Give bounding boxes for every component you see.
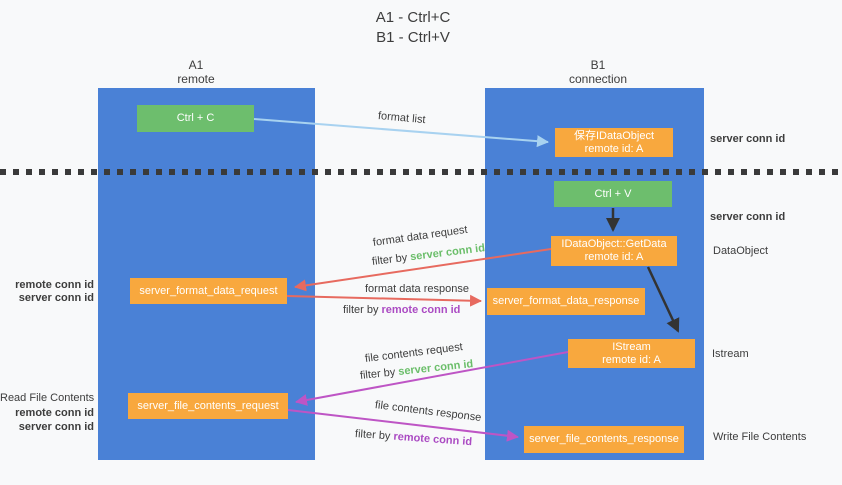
- node-save-idataobject: 保存IDataObject remote id: A: [555, 128, 673, 157]
- node-istream-line1: IStream: [612, 340, 651, 353]
- node-idataobject-getdata: IDataObject::GetData remote id: A: [551, 236, 677, 266]
- node-ctrl-c-label: Ctrl + C: [176, 112, 215, 124]
- filter-by-text: filter by: [371, 251, 408, 268]
- filter-by-text: filter by: [354, 428, 391, 443]
- node-save-idataobject-line2: remote id: A: [584, 142, 644, 155]
- node-server-file-contents-request: server_file_contents_request: [128, 393, 288, 419]
- side-label-dataobject: DataObject: [713, 245, 769, 257]
- filter-by-text: filter by: [343, 304, 379, 316]
- diagram-title-line1: A1 - Ctrl+C: [375, 9, 451, 26]
- side-label-left-remote-conn-id-2: remote conn id: [15, 407, 94, 419]
- node-server-format-data-request-label: server_format_data_request: [139, 284, 278, 297]
- lane-header-b1-role: connection: [568, 72, 628, 86]
- flow-label-format-list: format list: [377, 110, 427, 127]
- lane-header-a1: A1 remote: [131, 58, 261, 86]
- side-label-left-server-conn-id-1: server conn id: [18, 292, 94, 304]
- diagram-title-line2: B1 - Ctrl+V: [376, 29, 450, 46]
- lane-header-b1: B1 connection: [533, 58, 663, 86]
- side-label-istream: Istream: [712, 348, 749, 360]
- node-ctrl-v-label: Ctrl + V: [594, 187, 632, 200]
- remote-conn-id-text: remote conn id: [393, 430, 473, 449]
- diagram-title: A1 - Ctrl+C B1 - Ctrl+V: [328, 8, 498, 48]
- node-server-format-data-request: server_format_data_request: [130, 278, 287, 304]
- flow-label-format-data-response: format data response: [365, 283, 469, 295]
- lane-header-a1-name: A1: [188, 58, 204, 72]
- lane-header-b1-name: B1: [590, 58, 606, 72]
- node-server-format-data-response: server_format_data_response: [487, 288, 645, 315]
- side-label-write-file-contents: Write File Contents: [713, 431, 807, 443]
- flow-label-filter-by-remote-conn-id-2: filter by remote conn id: [355, 428, 473, 448]
- server-conn-id-text: server conn id: [409, 242, 486, 264]
- session-separator-dotted-line: [0, 169, 842, 175]
- flow-label-filter-by-remote-conn-id-1: filter by remote conn id: [343, 304, 460, 316]
- flow-label-file-contents-response: file contents response: [374, 399, 482, 424]
- node-istream: IStream remote id: A: [568, 339, 695, 368]
- lane-header-a1-role: remote: [177, 72, 215, 86]
- server-conn-id-text: server conn id: [397, 358, 474, 378]
- node-server-file-contents-request-label: server_file_contents_request: [137, 399, 279, 412]
- node-server-file-contents-response-label: server_file_contents_response: [529, 433, 679, 445]
- remote-conn-id-text: remote conn id: [381, 304, 461, 316]
- side-label-read-file-contents: Read File Contents: [0, 392, 95, 404]
- side-label-right-server-conn-id-2: server conn id: [710, 211, 786, 223]
- node-idataobject-getdata-line1: IDataObject::GetData: [561, 238, 667, 250]
- node-idataobject-getdata-line2: remote id: A: [584, 251, 644, 263]
- filter-by-text: filter by: [359, 366, 396, 382]
- node-save-idataobject-line1: 保存IDataObject: [573, 129, 655, 142]
- node-ctrl-c: Ctrl + C: [137, 105, 254, 132]
- node-ctrl-v: Ctrl + V: [554, 181, 672, 207]
- node-istream-line2: remote id: A: [602, 353, 661, 366]
- node-server-format-data-response-label: server_format_data_response: [492, 295, 640, 307]
- format-data-response-arrow: [286, 294, 482, 307]
- node-server-file-contents-response: server_file_contents_response: [524, 426, 684, 453]
- side-label-right-server-conn-id-1: server conn id: [710, 133, 786, 145]
- side-label-left-server-conn-id-2: server conn id: [18, 421, 94, 433]
- side-label-left-remote-conn-id-1: remote conn id: [15, 279, 94, 291]
